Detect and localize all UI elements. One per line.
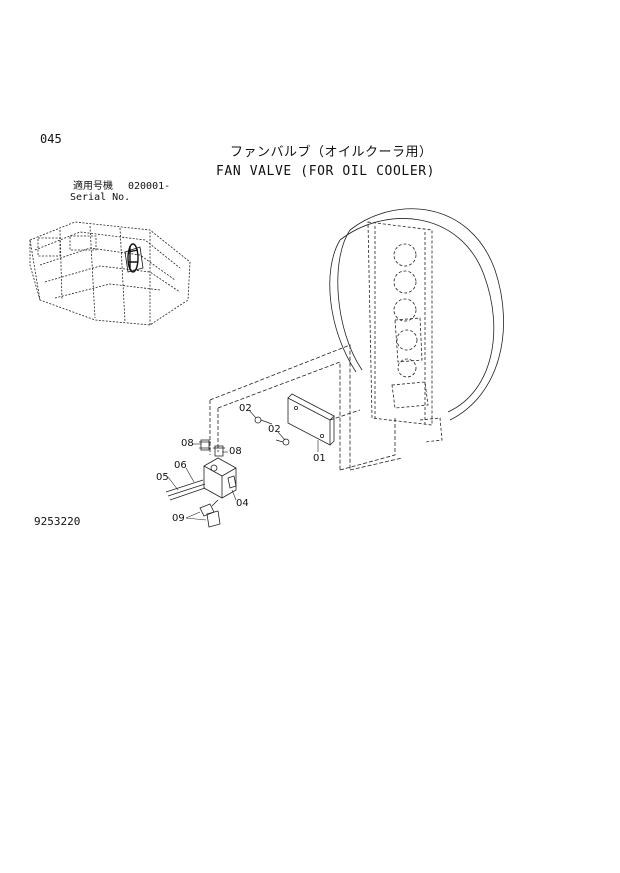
leader-lines [167,409,319,521]
hose-routing-lines [209,344,403,471]
serial-label-japanese: 適用号機 [73,181,113,192]
screw-02-upper [254,416,273,425]
callout-04: 04 [236,498,249,509]
title-japanese: ファンバルブ（オイルクーラ用） [230,145,433,160]
valve-bracket-01 [287,393,335,446]
callout-08-upper: 08 [181,438,194,449]
serial-value: 020001- [128,181,171,192]
callout-02-upper: 02 [239,403,252,414]
page-code: 045 [40,132,62,146]
locator-highlight-fan [124,243,144,273]
fitting-09 [199,499,221,528]
callout-02-lower: 02 [268,424,281,435]
machine-locator-thumbnail [29,221,191,326]
callout-09: 09 [172,513,185,524]
fitting-08-upper [199,439,211,451]
title-english: FAN VALVE (FOR OIL COOLER) [216,164,436,179]
bolt-05 [165,479,206,501]
screw-02-lower [275,438,290,446]
callout-01: 01 [313,453,326,464]
figure-number: 9253220 [34,515,81,528]
fan-shroud-assembly [329,208,504,443]
callout-06: 06 [174,460,187,471]
serial-label-english: Serial No. [70,192,131,203]
fitting-08-lower [213,445,225,457]
callout-08-lower: 08 [229,446,242,457]
callout-05: 05 [156,472,169,483]
fan-valve-body-04 [203,457,237,499]
